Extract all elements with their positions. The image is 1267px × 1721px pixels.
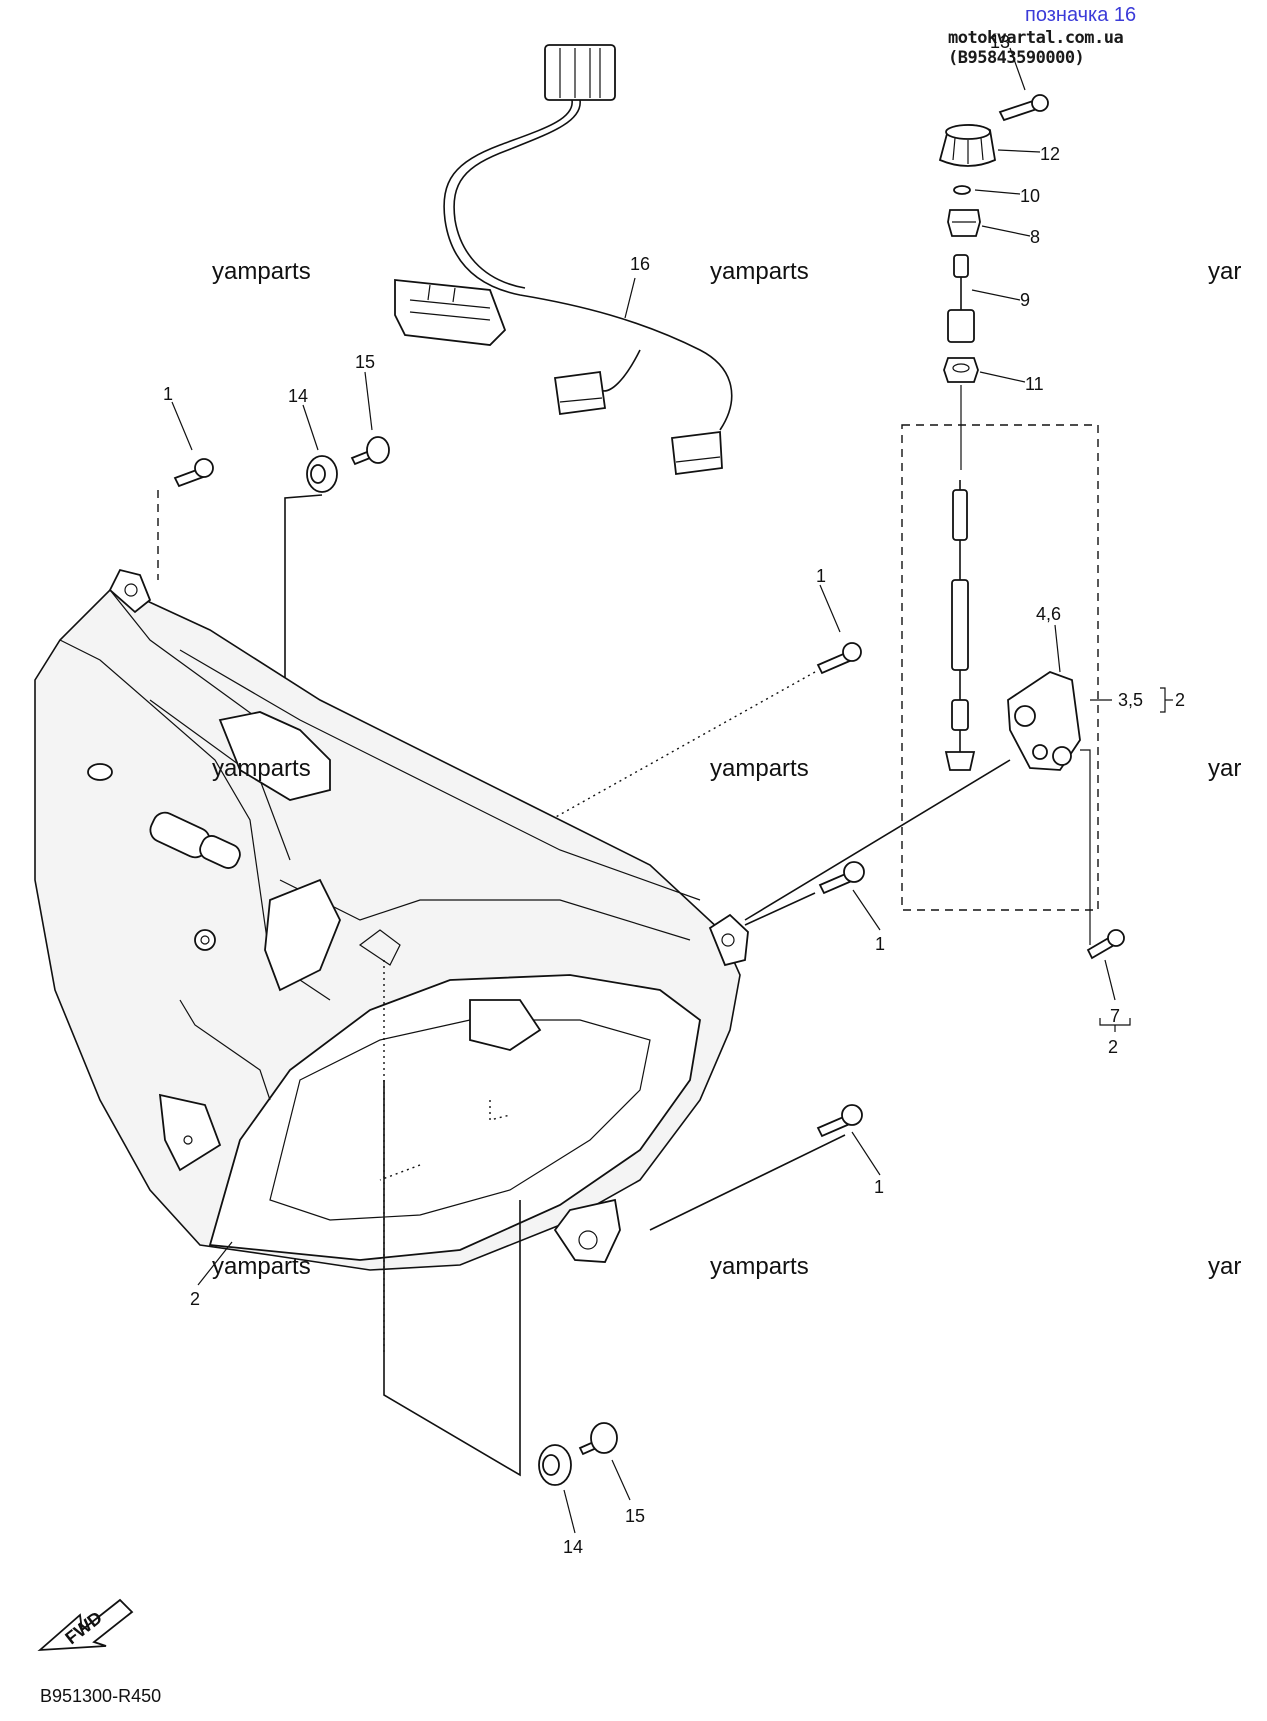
watermark: yamparts xyxy=(710,755,809,782)
headlight-assembly[interactable] xyxy=(34,568,749,1271)
diagram-code: B951300-R450 xyxy=(40,1686,162,1706)
screw-1-right[interactable] xyxy=(818,861,865,895)
callout-16: 16 xyxy=(630,254,650,274)
callout-11: 11 xyxy=(1025,374,1044,394)
nut-8[interactable] xyxy=(947,209,981,237)
callout-15-top: 15 xyxy=(355,352,375,372)
callout-8: 8 xyxy=(1030,227,1040,247)
knob-12[interactable] xyxy=(938,124,997,167)
callout-1-top-left: 1 xyxy=(163,384,173,404)
rod-9[interactable] xyxy=(947,254,975,343)
watermark: yamparts xyxy=(710,258,809,285)
callout-10: 10 xyxy=(1020,186,1040,206)
nut-11[interactable] xyxy=(943,357,979,383)
watermark-cut: yar xyxy=(1208,755,1242,782)
screw-1-mid[interactable] xyxy=(816,642,862,675)
watermark: yamparts xyxy=(710,1253,809,1280)
ring-10[interactable] xyxy=(953,185,971,195)
screw-1-top-left[interactable] xyxy=(173,458,214,488)
callout-1-mid: 1 xyxy=(816,566,826,586)
watermark: yamparts xyxy=(212,1253,311,1280)
callout-13: 13 xyxy=(990,32,1010,52)
grommet-14-bottom[interactable] xyxy=(538,1444,572,1486)
callout-15-bottom: 15 xyxy=(625,1506,645,1526)
grommet-14-top[interactable] xyxy=(306,455,338,493)
callout-4-6: 4,6 xyxy=(1036,604,1061,624)
header-site: motokvartal.com.ua (B95843590000) xyxy=(948,28,1124,68)
watermark-cut: yar xyxy=(1208,258,1242,285)
screw-7[interactable] xyxy=(1086,929,1125,960)
callout-7: 7 xyxy=(1110,1006,1120,1026)
callout-2-bracket: 2 xyxy=(1175,690,1185,710)
callout-1-right: 1 xyxy=(875,934,885,954)
watermark: yamparts xyxy=(212,258,311,285)
fwd-arrow-icon: FWD xyxy=(37,1598,134,1652)
callout-2-headlight: 2 xyxy=(190,1289,200,1309)
bracket-46[interactable] xyxy=(1007,670,1081,771)
collar-bolt-15-top[interactable] xyxy=(350,436,390,466)
callout-1-lower: 1 xyxy=(874,1177,884,1197)
callout-2-under-7: 2 xyxy=(1108,1037,1118,1057)
screw-1-lower[interactable] xyxy=(816,1104,863,1138)
callout-12: 12 xyxy=(1040,144,1060,164)
header-title: позначка 16 xyxy=(1025,4,1137,26)
callout-3-5: 3,5 xyxy=(1118,690,1143,710)
bolt-13[interactable] xyxy=(998,94,1049,122)
collar-bolt-15-bottom[interactable] xyxy=(578,1422,618,1456)
callout-14-top: 14 xyxy=(288,386,308,406)
watermark-cut: yar xyxy=(1208,1253,1242,1280)
callout-14-bottom: 14 xyxy=(563,1537,583,1557)
adjuster-shaft[interactable] xyxy=(944,480,976,771)
callout-9: 9 xyxy=(1020,290,1030,310)
watermark: yamparts xyxy=(212,755,311,782)
wire-harness[interactable] xyxy=(394,44,733,476)
